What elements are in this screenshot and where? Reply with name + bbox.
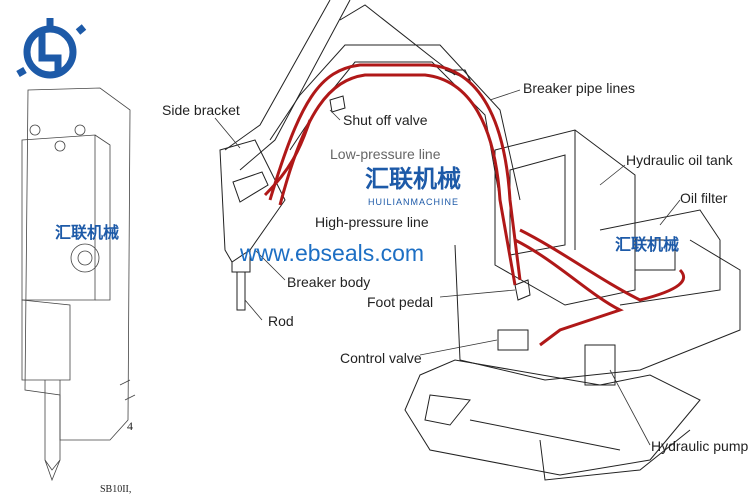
label-rod: Rod	[268, 313, 294, 329]
leader-lines	[214, 89, 681, 446]
watermark-en: HUILIANMACHINE	[368, 197, 460, 207]
label-shut-off-valve: Shut off valve	[343, 112, 428, 128]
model-note: SB10II,	[100, 484, 132, 495]
breaker-drawing	[21, 87, 136, 482]
label-control-valve: Control valve	[340, 350, 422, 366]
label-breaker-pipe-lines: Breaker pipe lines	[523, 80, 636, 96]
label-breaker-body: Breaker body	[287, 274, 371, 290]
label-hydraulic-pump: Hydraulic pump	[651, 438, 749, 454]
label-foot-pedal: Foot pedal	[367, 294, 434, 310]
label-oil-filter: Oil filter	[680, 190, 728, 206]
watermark-cn-small: 汇联机械	[55, 225, 120, 242]
website-watermark: www.ebseals.com	[240, 240, 425, 266]
excavator-body	[404, 129, 741, 481]
breaker-attachment	[219, 139, 286, 311]
watermark-cn: 汇联机械	[365, 166, 461, 193]
label-side-bracket: Side bracket	[162, 102, 240, 118]
label-hydraulic-oil-tank: Hydraulic oil tank	[626, 152, 733, 168]
callout-number: 4	[127, 419, 133, 433]
watermark-cn-right: 汇联机械	[615, 237, 680, 254]
label-high-pressure-line: High-pressure line	[315, 214, 429, 230]
label-low-pressure-line: Low-pressure line	[330, 146, 441, 162]
brand-logo	[16, 18, 87, 79]
breaker-pipe-lines	[263, 63, 686, 347]
